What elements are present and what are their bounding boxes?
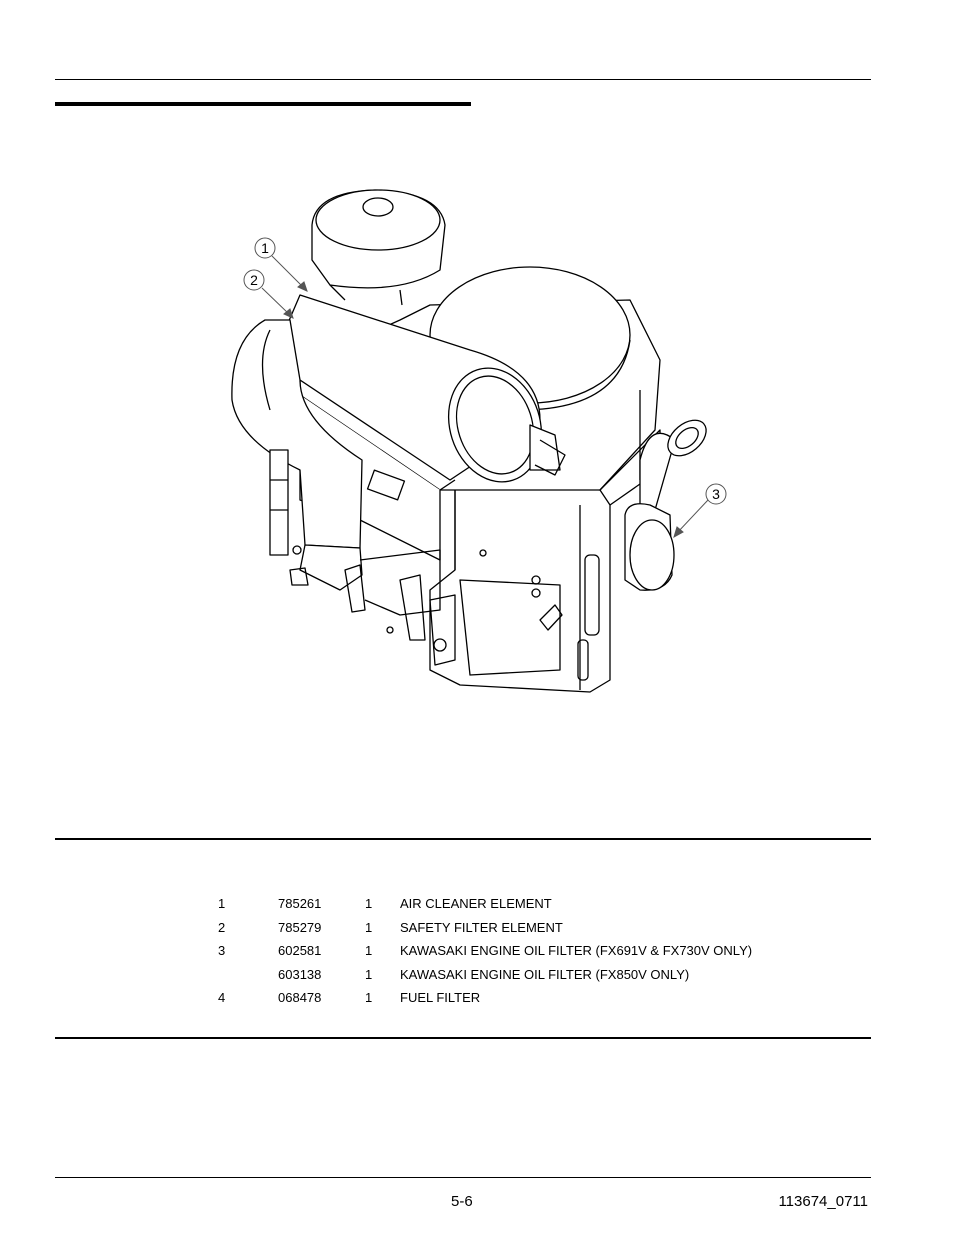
parts-row: 1 785261 1 AIR CLEANER ELEMENT	[0, 896, 954, 920]
engine-diagram: 1 2 3	[231, 189, 727, 693]
part-number: 785261	[278, 896, 322, 911]
description: KAWASAKI ENGINE OIL FILTER (FX850V ONLY)	[400, 966, 690, 982]
ref-number: 3	[218, 943, 226, 958]
document-number: 113674_0711	[778, 1193, 868, 1210]
header-rule	[55, 79, 871, 80]
parts-list: 1 785261 1 AIR CLEANER ELEMENT 2 785279 …	[0, 896, 954, 1014]
callout-1: 1	[261, 240, 269, 256]
quantity: 1	[365, 943, 373, 958]
part-number: 602581	[278, 943, 322, 958]
part-number: 068478	[278, 990, 322, 1005]
parts-row: 2 785279 1 SAFETY FILTER ELEMENT	[0, 920, 954, 944]
description: FUEL FILTER	[400, 990, 481, 1005]
callout-3: 3	[712, 486, 720, 502]
parts-list-bottom-rule	[55, 1037, 871, 1039]
parts-row: 3 602581 1 KAWASAKI ENGINE OIL FILTER (F…	[0, 943, 954, 967]
quantity: 1	[365, 990, 373, 1005]
quantity: 1	[365, 919, 373, 935]
ref-number: 4	[218, 990, 226, 1005]
footer-rule	[55, 1177, 871, 1178]
description: KAWASAKI ENGINE OIL FILTER (FX691V & FX7…	[400, 943, 753, 958]
ref-number: 1	[218, 896, 226, 911]
description: AIR CLEANER ELEMENT	[400, 896, 552, 911]
callout-2: 2	[250, 272, 258, 288]
part-number: 785279	[278, 919, 322, 935]
part-number: 603138	[278, 966, 322, 982]
parts-row: 603138 1 KAWASAKI ENGINE OIL FILTER (FX8…	[0, 967, 954, 991]
quantity: 1	[365, 896, 373, 911]
page-number: 5-6	[451, 1193, 473, 1210]
description: SAFETY FILTER ELEMENT	[400, 919, 563, 935]
quantity: 1	[365, 966, 373, 982]
section-heading-bar	[55, 102, 471, 106]
ref-number: 2	[218, 919, 226, 935]
parts-row: 4 068478 1 FUEL FILTER	[0, 990, 954, 1014]
parts-list-top-rule	[55, 838, 871, 840]
